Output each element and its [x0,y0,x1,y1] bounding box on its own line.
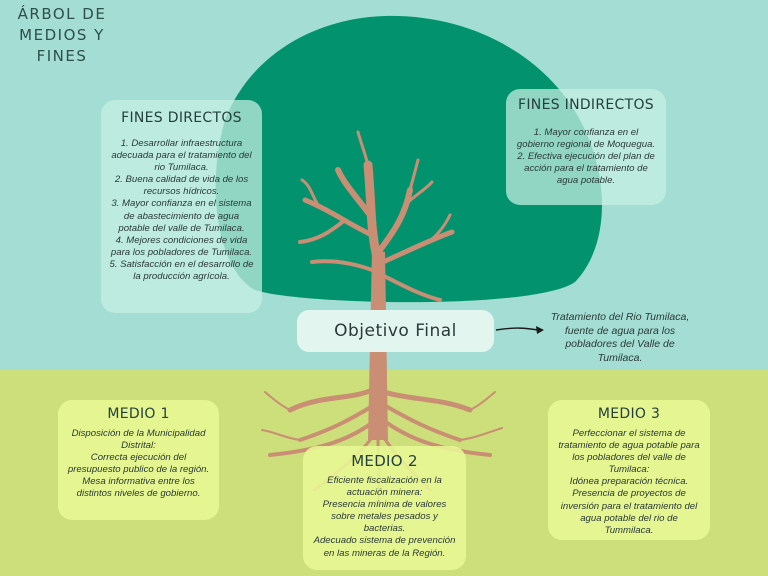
medio-3-card: MEDIO 3 Perfeccionar el sistema de trata… [548,400,710,540]
medio-line: Perfeccionar el sistema de tratamiento d… [556,428,702,476]
medio-2-heading: MEDIO 2 [311,452,458,470]
medio-line: Eficiente fiscalización en la actuación … [311,475,458,499]
fines-directos-card: FINES DIRECTOS 1. Desarrollar infraestru… [101,100,262,313]
medio-line: Disposición de la Municipalidad Distrita… [66,428,211,452]
list-item: 2. Efectiva ejecución del plan de acción… [516,151,656,187]
objetivo-final-box: Objetivo Final [297,310,494,352]
medio-2-card: MEDIO 2 Eficiente fiscalización en la ac… [303,446,466,570]
fines-indirectos-card: FINES INDIRECTOS 1. Mayor confianza en e… [506,89,666,205]
medio-1-text: Disposición de la Municipalidad Distrita… [66,428,211,501]
arrow-right-icon [496,326,544,334]
medio-line: Idónea preparación técnica. [556,476,702,488]
fines-directos-list: 1. Desarrollar infraestructura adecuada … [109,138,254,283]
medio-line: Correcta ejecución del presupuesto publi… [66,452,211,476]
fines-indirectos-heading: FINES INDIRECTOS [516,97,656,113]
medio-line: Presencia mínima de valores sobre metale… [311,499,458,535]
list-item: 4. Mejores condiciones de vida para los … [109,235,254,259]
medio-3-heading: MEDIO 3 [556,406,702,422]
objetivo-final-description: Tratamiento del Rio Tumilaca, fuente de … [546,311,694,365]
list-item: 1. Mayor confianza en el gobierno region… [516,127,656,151]
fines-directos-heading: FINES DIRECTOS [109,110,254,126]
diagram-title: ÁRBOL DE MEDIOS Y FINES [12,4,112,67]
medio-3-text: Perfeccionar el sistema de tratamiento d… [556,428,702,537]
medio-1-heading: MEDIO 1 [66,406,211,422]
fines-indirectos-list: 1. Mayor confianza en el gobierno region… [516,127,656,187]
list-item: 2. Buena calidad de vida de los recursos… [109,174,254,198]
list-item: 1. Desarrollar infraestructura adecuada … [109,138,254,174]
medio-2-text: Eficiente fiscalización en la actuación … [311,475,458,560]
medio-1-card: MEDIO 1 Disposición de la Municipalidad … [58,400,219,520]
list-item: 3. Mayor confianza en el sistema de abas… [109,198,254,234]
list-item: 5. Satisfacción en el desarrollo de la p… [109,259,254,283]
medio-line: Mesa informativa entre los distintos niv… [66,476,211,500]
medio-line: Adecuado sistema de prevención en las mi… [311,535,458,559]
medio-line: Presencia de proyectos de inversión para… [556,488,702,536]
